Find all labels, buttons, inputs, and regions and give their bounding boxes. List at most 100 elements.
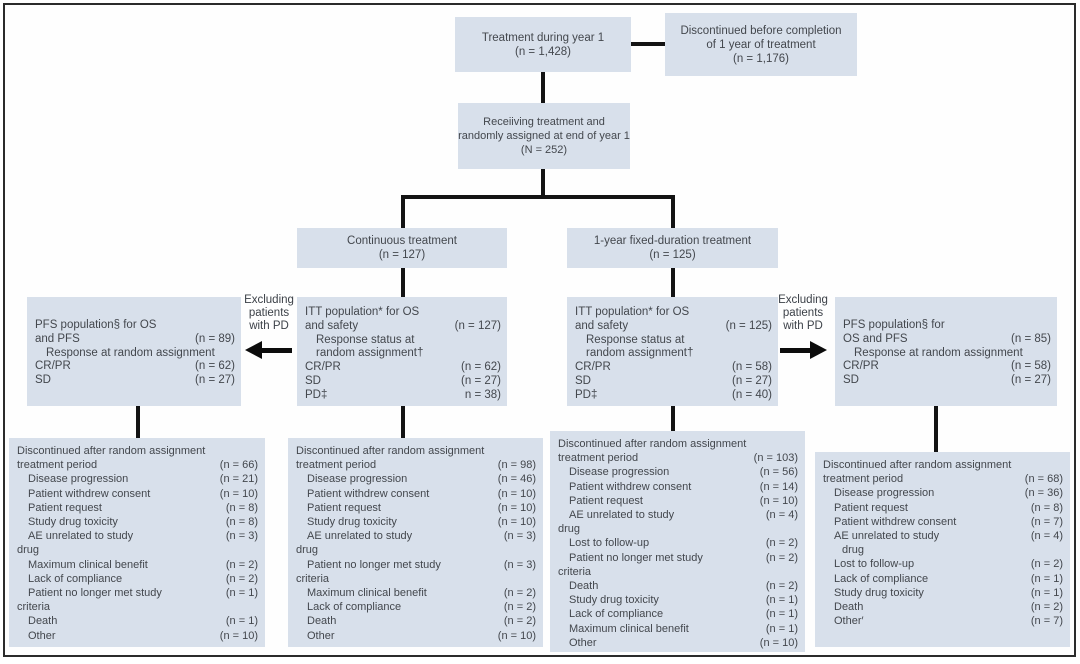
row-label: CR/PR <box>35 360 71 373</box>
flow-row: Patient no longer met study (n = 1) <box>17 586 258 600</box>
row-label: treatment period <box>558 452 639 465</box>
row-value: (n = 14) <box>759 480 798 493</box>
row-label: CR/PR <box>575 361 611 374</box>
connector-branch-left <box>401 195 405 228</box>
box-text-line: with PD <box>783 320 823 332</box>
row-label: Response status at <box>316 333 415 346</box>
row-value: (n = 66) <box>219 459 258 472</box>
flow-row: SD(n = 27) <box>305 375 501 389</box>
row-label: Patient request <box>834 501 908 514</box>
row-value <box>1059 458 1063 472</box>
row-value: (n = 2) <box>765 537 798 550</box>
flow-row: Lack of compliance(n = 1) <box>823 572 1063 586</box>
flow-row: Maximum clinical benefit(n = 2) <box>296 586 536 600</box>
row-label: Discontinued after random assignment <box>823 459 1012 471</box>
row-label: and safety <box>305 319 359 332</box>
row-label: Other <box>28 629 56 642</box>
flow-row: AE unrelated to study(n = 3) <box>296 529 536 543</box>
arrow-right-head <box>810 341 827 359</box>
flow-row: Discontinued after random assignment <box>823 458 1063 472</box>
flow-row: drug <box>296 543 536 557</box>
row-value: (n = 1) <box>225 587 258 600</box>
connector-ittright-down <box>671 406 675 432</box>
row-label: Patient withdrew consent <box>569 480 692 493</box>
flow-row: PFS population§ for <box>843 319 1051 333</box>
box-text-line: (n = 125) <box>649 249 696 261</box>
connector-ittleft-down <box>401 406 405 439</box>
row-value: (n = 8) <box>225 516 258 529</box>
row-label: Disease progression <box>307 473 408 486</box>
flow-row: Disease progression(n = 46) <box>296 472 536 486</box>
row-label: Patient no longer met study <box>307 558 441 571</box>
row-label: Discontinued after random assignment <box>296 445 485 457</box>
flow-row: AE unrelated to study (n = 4) <box>823 529 1063 543</box>
flow-row: Response status at <box>575 334 772 348</box>
row-value <box>254 543 258 557</box>
row-value: n = 38) <box>464 388 501 401</box>
row-label: Patient no longer met study <box>28 587 162 600</box>
row-label: drug <box>842 544 865 557</box>
box-text-line: (n = 127) <box>378 249 426 261</box>
row-value: (n = 7) <box>1030 615 1063 628</box>
row-value: (n = 1) <box>1030 586 1063 599</box>
box-text-line: Excluding <box>778 294 828 306</box>
row-label: Maximum clinical benefit <box>28 558 148 571</box>
row-label: treatment period <box>17 459 98 472</box>
row-label: Death <box>307 615 337 628</box>
flow-row: Study drug toxicity(n = 1) <box>558 593 798 607</box>
box-text-line: Continuous treatment <box>347 235 457 247</box>
flow-row: Patient withdrew consent (n = 7) <box>823 515 1063 529</box>
row-label: SD <box>35 374 51 387</box>
flow-row: and safety(n = 125) <box>575 320 772 334</box>
row-value: (n = 125) <box>725 319 772 332</box>
row-label: Disease progression <box>569 466 670 479</box>
row-label: AE unrelated to study <box>28 530 134 543</box>
row-label: Lack of compliance <box>28 572 123 585</box>
row-label: Patient withdrew consent <box>834 515 957 528</box>
connector-branch-right <box>671 195 675 228</box>
row-value: (n = 56) <box>759 466 798 479</box>
row-value: (n = 2) <box>765 551 798 564</box>
row-value: (n = 7) <box>1030 515 1063 528</box>
row-value: (n = 103) <box>753 452 798 465</box>
row-label: drug <box>558 523 581 536</box>
row-value: (n = 127) <box>454 319 501 332</box>
row-label: Discontinued after random assignment <box>558 438 747 450</box>
row-label: OS and PFS <box>843 332 908 345</box>
row-value: (n = 10) <box>497 501 536 514</box>
row-label: Response status at <box>586 333 685 346</box>
flow-row: OS and PFS(n = 85) <box>843 333 1051 347</box>
connector-v1 <box>541 72 545 103</box>
connector-v2 <box>541 168 545 197</box>
row-value: (n = 4) <box>1030 530 1063 543</box>
row-label: criteria <box>17 601 51 614</box>
flow-row: Death(n = 2) <box>296 614 536 628</box>
row-label: AE unrelated to study <box>834 530 940 543</box>
row-value: (n = 8) <box>225 501 258 514</box>
row-label: Response at random assignment <box>46 346 215 359</box>
row-value: (n = 1) <box>765 608 798 621</box>
row-value: (n = 89) <box>195 332 235 345</box>
row-label: Response at random assignment <box>854 346 1023 359</box>
row-value: (n = 10) <box>759 636 798 649</box>
row-label: criteria <box>558 565 592 578</box>
flow-row: Patient request(n = 10) <box>296 501 536 515</box>
row-value <box>794 565 798 579</box>
row-label: AE unrelated to study <box>307 530 413 543</box>
arrow-left-icon <box>245 341 292 359</box>
row-label: criteria <box>296 572 330 585</box>
box-text-line: 1-year fixed-duration treatment <box>593 235 752 247</box>
row-label: Patient no longer met study <box>569 551 703 564</box>
row-label: Study drug toxicity <box>569 594 659 607</box>
flow-row: drug <box>558 522 798 536</box>
flow-row: Lack of compliance(n = 2) <box>17 572 258 586</box>
row-label: Death <box>834 601 864 614</box>
row-value: (n = 10) <box>497 629 536 642</box>
row-value: (n = 2) <box>503 601 536 614</box>
row-label: Lack of compliance <box>569 608 664 621</box>
flow-row: Discontinued after random assignment <box>17 444 258 458</box>
flow-row: Discontinued after random assignment <box>296 444 536 458</box>
